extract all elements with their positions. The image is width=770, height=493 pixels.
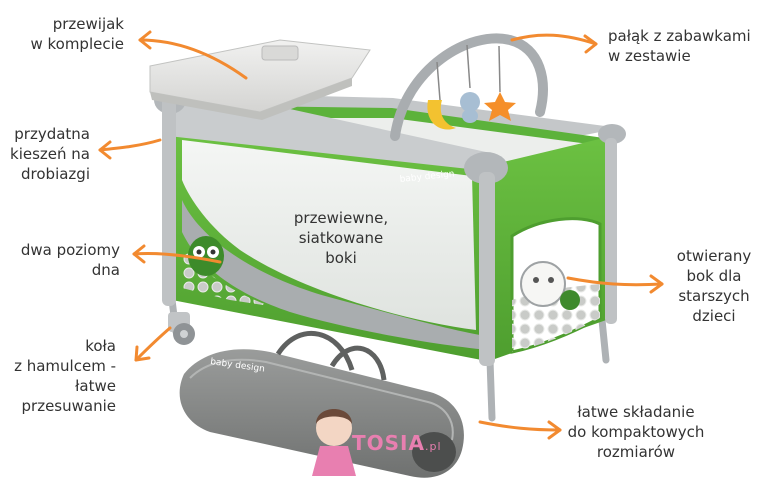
- brake-wheel: [168, 312, 195, 345]
- label-pocket: przydatna kieszeń na drobiazgi: [10, 125, 90, 183]
- label-changer: przewijak w komplecie: [30, 15, 124, 53]
- arrow-changer: [138, 30, 248, 80]
- arrow-side: [566, 274, 664, 294]
- crib-body: [154, 84, 626, 366]
- label-levels: dwa poziomy dna: [20, 241, 120, 279]
- arrow-folding: [478, 420, 562, 440]
- watermark: TOSIA.pl: [352, 431, 442, 455]
- label-wheels: koła z hamulcem - łatwe przesuwanie: [14, 337, 116, 415]
- arrow-arch: [510, 33, 598, 54]
- watermark-mascot: [312, 409, 356, 476]
- label-mesh: przewiewne, siatkowane boki: [293, 209, 389, 267]
- toy-arch: [390, 33, 548, 141]
- changing-table: [149, 39, 371, 120]
- label-arch: pałąk z zabawkami w zestawie: [608, 27, 751, 65]
- arrow-levels: [132, 244, 222, 264]
- callout-arrows: [98, 30, 664, 440]
- label-side: otwierany bok dla starszych dzieci: [676, 247, 752, 325]
- watermark-text: TOSIA: [352, 431, 425, 455]
- watermark-suffix: .pl: [424, 440, 442, 453]
- arrow-wheels: [134, 326, 172, 362]
- arrow-pocket: [98, 138, 162, 160]
- label-folding: łatwe składanie do kompaktowych rozmiaró…: [567, 403, 705, 461]
